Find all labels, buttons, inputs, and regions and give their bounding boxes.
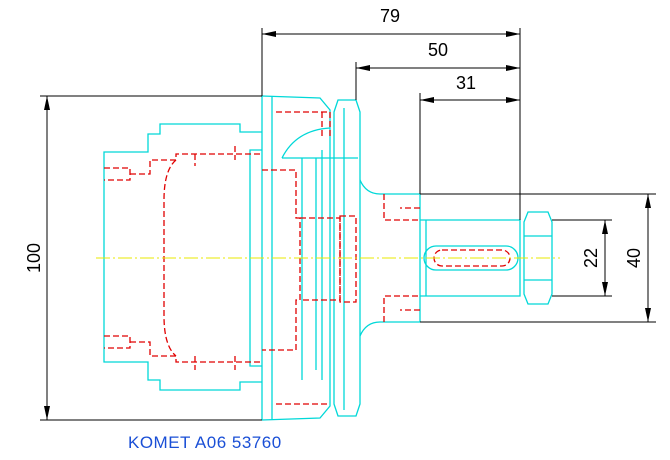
- part-caption: KOMET A06 53760: [128, 433, 282, 452]
- dim-flange-diameter: 100: [24, 243, 44, 273]
- dim-pilot-diameter: 22: [581, 248, 601, 268]
- hidden-lines: [104, 111, 511, 405]
- dimension-lines: [40, 28, 656, 421]
- dim-shank-length: 31: [456, 73, 476, 93]
- dim-shank-diameter: 40: [624, 248, 644, 268]
- dim-overall-length: 79: [380, 6, 400, 26]
- dim-flange-to-tip: 50: [428, 40, 448, 60]
- part-outline: [103, 95, 553, 421]
